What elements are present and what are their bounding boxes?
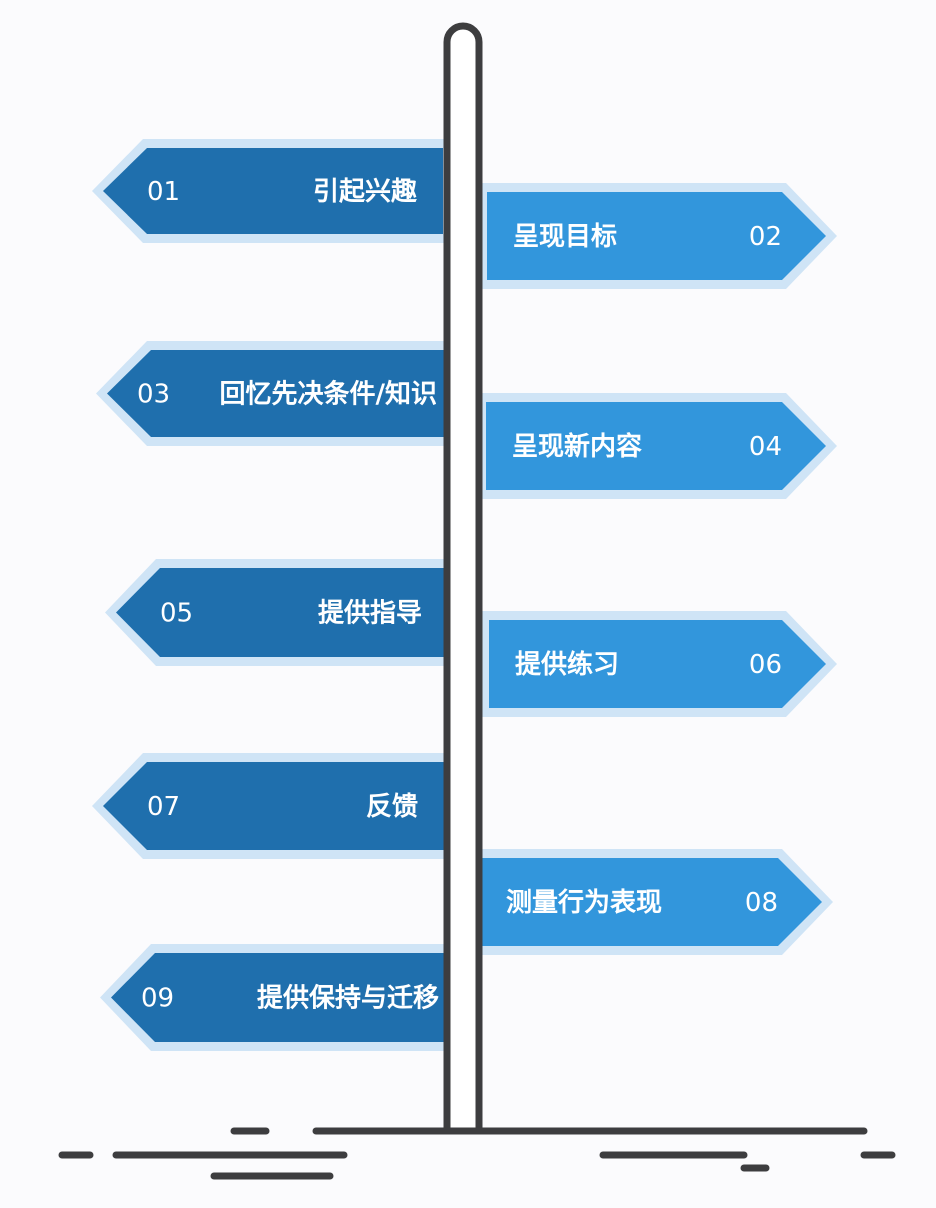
- sign-06: 06 提供练习: [481, 611, 837, 717]
- sign-board: [103, 148, 443, 234]
- sign-title: 引起兴趣: [313, 177, 417, 207]
- sign-05: 05 提供指导: [105, 559, 456, 666]
- sign-title: 呈现目标: [513, 222, 617, 252]
- sign-board: [486, 402, 826, 490]
- sign-08: 08 测量行为表现: [472, 849, 833, 955]
- sign-09: 09 提供保持与迁移: [100, 944, 455, 1051]
- sign-number: 06: [749, 650, 782, 680]
- signs-layer: 01 引起兴趣 02 呈现目标 03 回忆先决条件/知识 04 呈现新内容 05 提供指导 06 提供…: [92, 139, 837, 1051]
- sign-07: 07 反馈: [92, 753, 452, 859]
- sign-board: [111, 953, 447, 1042]
- sign-board: [103, 762, 444, 850]
- sign-title: 提供练习: [515, 649, 619, 680]
- sign-number: 09: [141, 984, 174, 1014]
- sign-board: [116, 568, 448, 657]
- sign-number: 03: [137, 380, 170, 410]
- sign-04: 04 呈现新内容: [478, 393, 837, 499]
- sign-board: [489, 620, 826, 708]
- sign-number: 05: [160, 599, 193, 629]
- sign-title: 测量行为表现: [506, 887, 662, 918]
- sign-number: 07: [147, 792, 180, 822]
- sign-title: 提供指导: [318, 599, 422, 629]
- sign-title: 反馈: [366, 792, 418, 822]
- sign-board: [107, 350, 445, 437]
- sign-title: 回忆先决条件/知识: [220, 380, 438, 410]
- sign-number: 02: [749, 222, 782, 252]
- sign-number: 01: [147, 177, 180, 207]
- sign-board: [480, 858, 822, 946]
- sign-number: 08: [745, 888, 778, 918]
- sign-02: 02 呈现目标: [479, 183, 837, 289]
- sign-board: [487, 192, 826, 280]
- sign-01: 01 引起兴趣: [92, 139, 451, 243]
- signpost-pole: [443, 22, 483, 1132]
- sign-title: 呈现新内容: [512, 431, 642, 462]
- ground-lines: [58, 1127, 896, 1180]
- sign-03: 03 回忆先决条件/知识: [96, 341, 453, 446]
- sign-title: 提供保持与迁移: [257, 984, 439, 1014]
- sign-number: 04: [749, 432, 782, 462]
